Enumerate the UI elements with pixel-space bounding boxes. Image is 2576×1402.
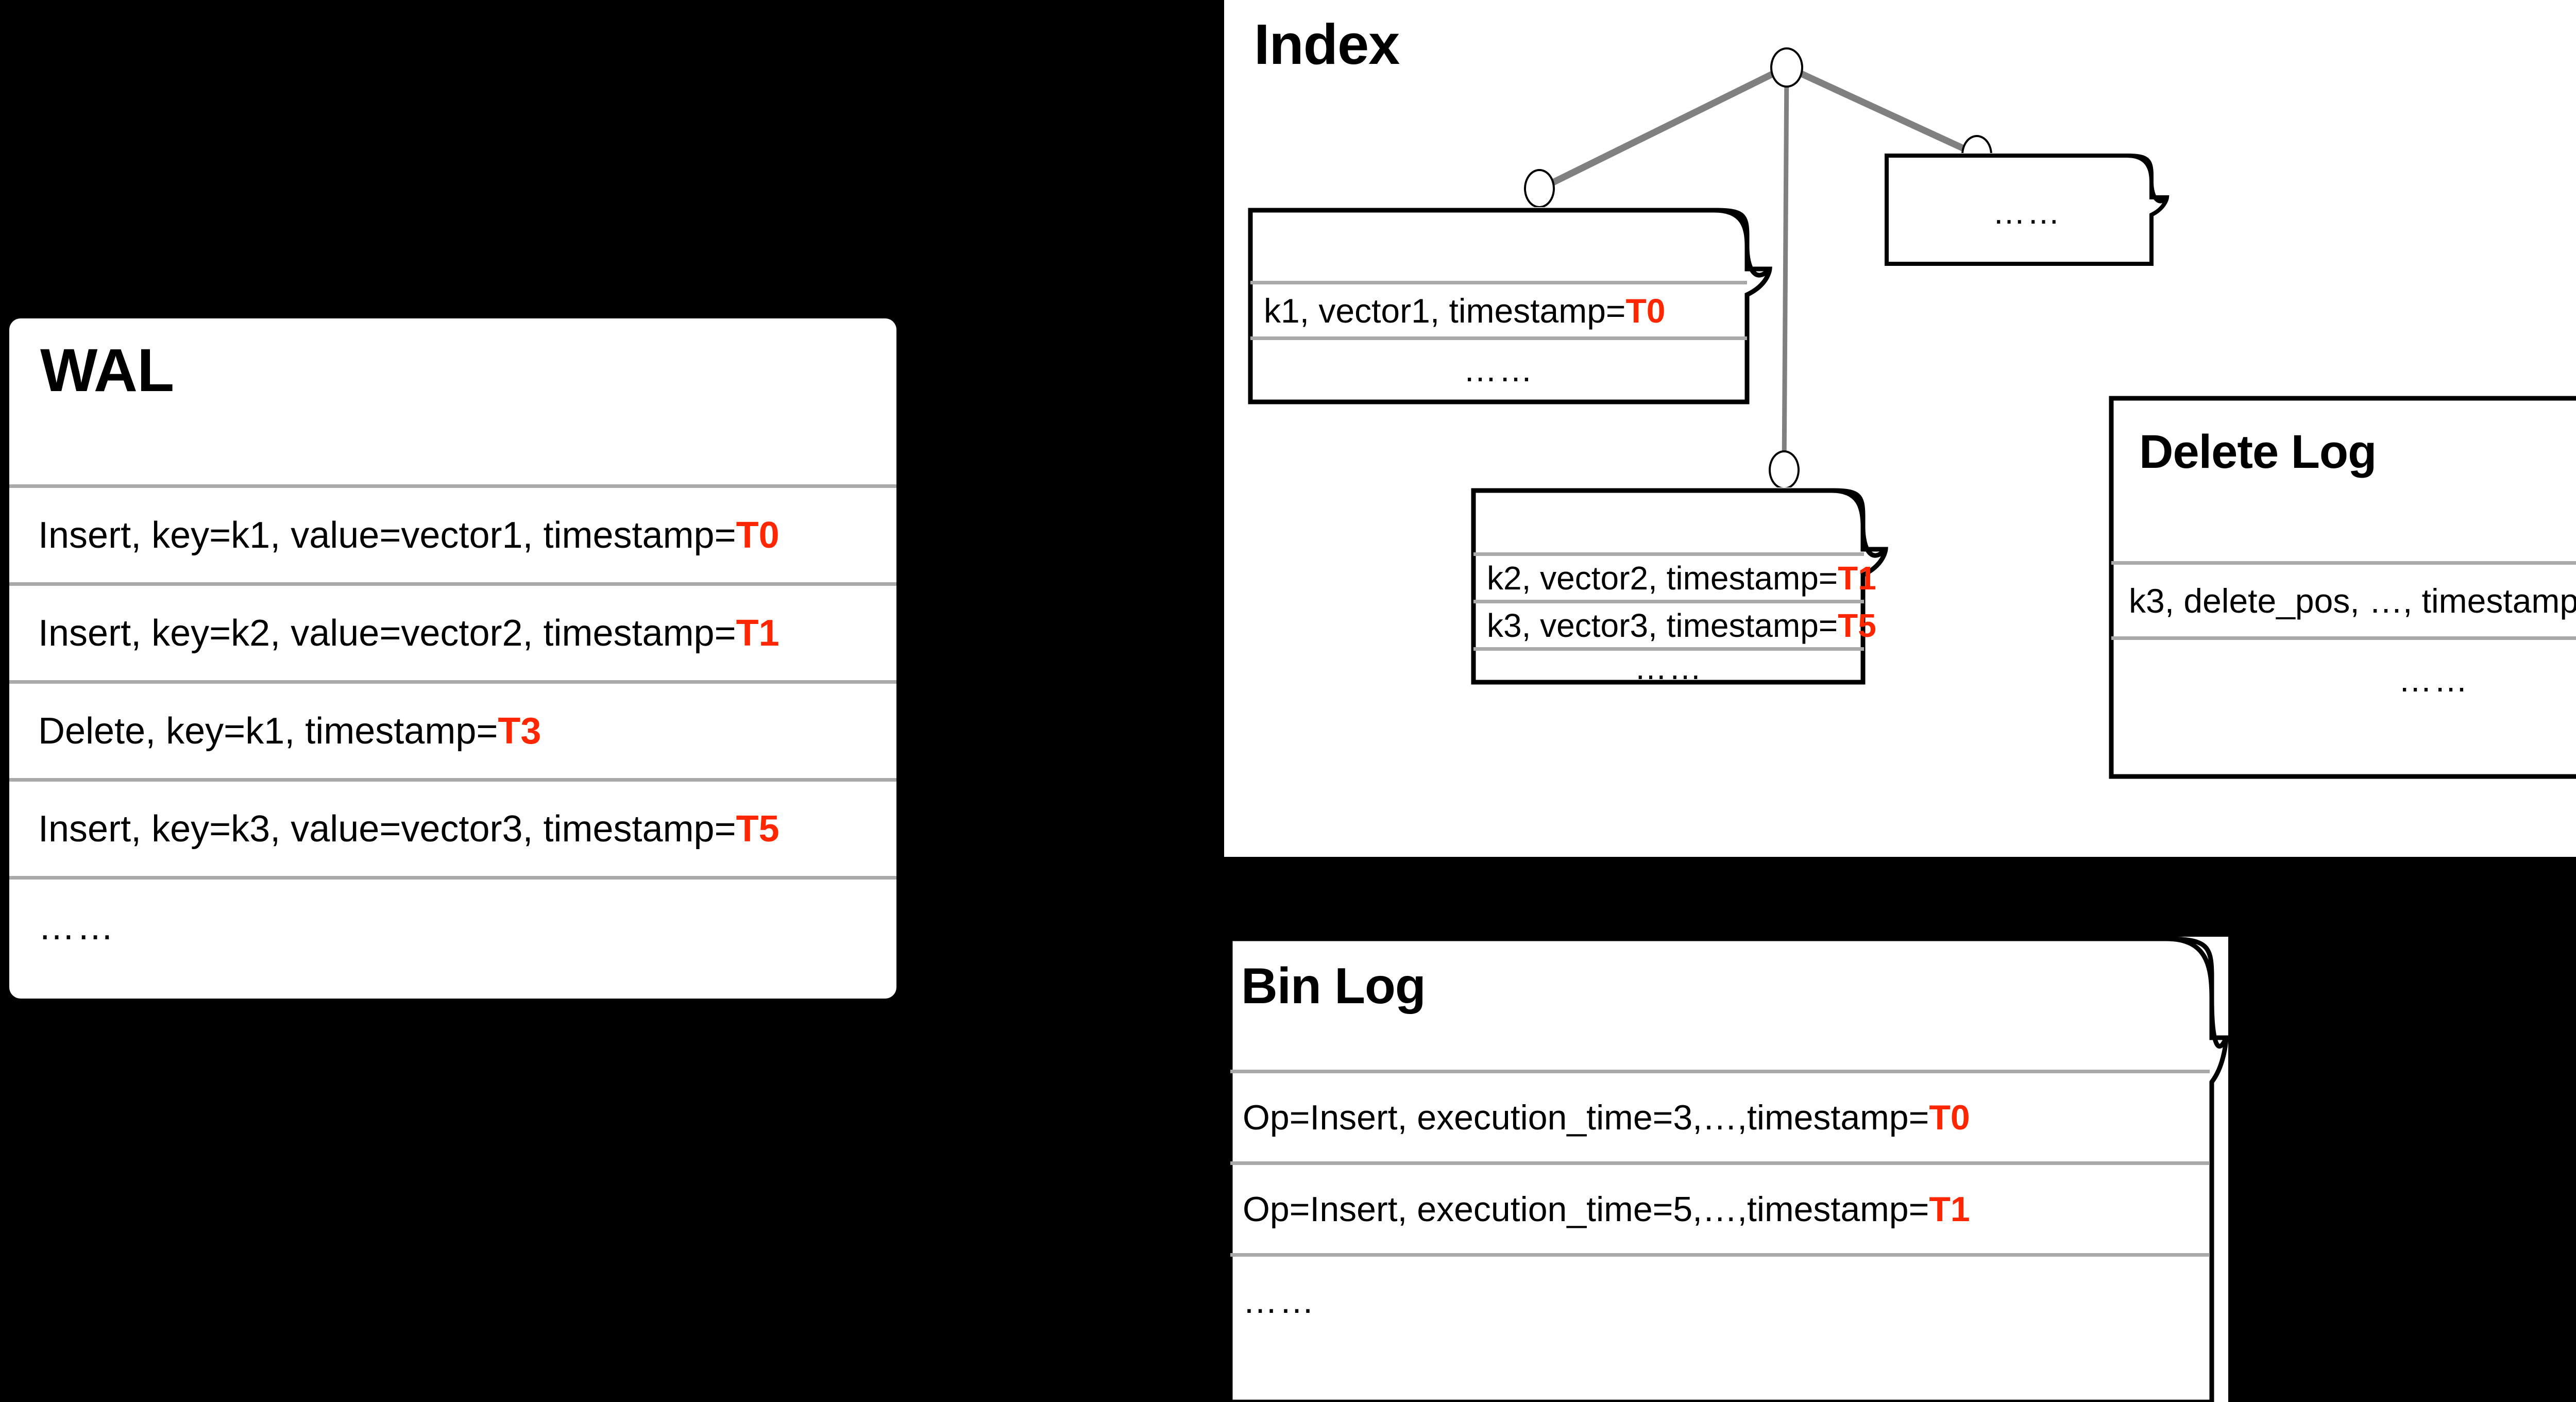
bin-log-row-1: Op=Insert, execution_time=5,…,timestamp=… — [1230, 1161, 2210, 1253]
index-card-right: …… — [1885, 153, 2170, 266]
bin-log-outline — [1228, 936, 2229, 1402]
bin-log-rows: Op=Insert, execution_time=3,…,timestamp=… — [1230, 1070, 2210, 1345]
index-card-bottom-row-2: …… — [1473, 647, 1864, 686]
index-card-left-row-0: k1, vector1, timestamp=T0 — [1250, 281, 1747, 336]
index-tree-child-node-bottom — [1769, 450, 1800, 489]
wal-row-0: Insert, key=k1, value=vector1, timestamp… — [9, 484, 896, 582]
index-card-right-rows: …… — [1885, 193, 2170, 231]
wal-row-3: Insert, key=k3, value=vector3, timestamp… — [9, 778, 896, 876]
delete-log-row-0: k3, delete_pos, …, timestamp=T3 — [2111, 561, 2576, 636]
bin-log-row-0-text: Op=Insert, execution_time=3,…,timestamp= — [1243, 1097, 1929, 1137]
bin-log-panel: Bin Log Op=Insert, execution_time=3,…,ti… — [1228, 936, 2229, 1402]
bin-log-title: Bin Log — [1241, 957, 1426, 1014]
bin-log-row-2: …… — [1230, 1253, 2210, 1345]
wal-row-1-timestamp: T1 — [736, 612, 779, 654]
delete-log-rows: k3, delete_pos, …, timestamp=T3 …… — [2111, 561, 2576, 719]
index-card-bottom-rows: k2, vector2, timestamp=T1 k3, vector3, t… — [1473, 552, 1876, 686]
bin-log-row-1-text: Op=Insert, execution_time=5,…,timestamp= — [1243, 1189, 1929, 1229]
delete-log-row-1: …… — [2111, 636, 2576, 719]
wal-row-2: Delete, key=k1, timestamp=T3 — [9, 680, 896, 778]
bin-log-row-0: Op=Insert, execution_time=3,…,timestamp=… — [1230, 1070, 2210, 1161]
delete-log-row-0-text: k3, delete_pos, …, timestamp= — [2129, 581, 2576, 620]
wal-row-3-text: Insert, key=k3, value=vector3, timestamp… — [38, 808, 736, 850]
index-card-left-rows: k1, vector1, timestamp=T0 …… — [1250, 281, 1747, 398]
delete-log-title: Delete Log — [2139, 426, 2377, 478]
index-card-bottom-outline — [1471, 488, 1888, 685]
index-card-bottom-row-0: k2, vector2, timestamp=T1 — [1473, 552, 1876, 600]
wal-row-3-timestamp: T5 — [736, 808, 779, 850]
wal-row-1: Insert, key=k2, value=vector2, timestamp… — [9, 582, 896, 680]
wal-panel: WAL Insert, key=k1, value=vector1, times… — [9, 318, 896, 999]
index-card-left: k1, vector1, timestamp=T0 …… — [1248, 207, 1773, 404]
delete-log-card: Delete Log k3, delete_pos, …, timestamp=… — [2109, 395, 2576, 779]
index-card-left-row-1: …… — [1250, 336, 1747, 398]
index-card-right-outline — [1885, 154, 2170, 266]
bin-log-row-0-timestamp: T0 — [1929, 1097, 1970, 1137]
wal-row-1-text: Insert, key=k2, value=vector2, timestamp… — [38, 612, 736, 654]
index-card-right-row-0-text: …… — [1992, 194, 2062, 231]
index-card-bottom-row-0-text: k2, vector2, timestamp= — [1487, 559, 1838, 597]
wal-rows: Insert, key=k1, value=vector1, timestamp… — [9, 484, 896, 974]
delete-log-row-1-text: …… — [2398, 660, 2469, 699]
index-tree-child-node-left — [1524, 169, 1555, 208]
index-panel: Index k1, vector1, timestamp=T0 — [1224, 0, 2576, 857]
wal-row-2-timestamp: T3 — [498, 710, 541, 752]
bin-log-row-2-text: …… — [1243, 1281, 1316, 1321]
bin-log-row-1-timestamp: T1 — [1929, 1189, 1970, 1229]
index-card-left-row-1-text: …… — [1463, 350, 1534, 388]
wal-row-4-text: …… — [38, 906, 115, 948]
index-card-left-outline — [1248, 208, 1772, 404]
wal-row-2-text: Delete, key=k1, timestamp= — [38, 710, 498, 752]
index-card-bottom-row-1-timestamp: T5 — [1838, 606, 1876, 644]
index-card-bottom: k2, vector2, timestamp=T1 k3, vector3, t… — [1471, 487, 1888, 686]
index-card-bottom-row-2-text: …… — [1634, 649, 1703, 686]
index-card-left-row-0-timestamp: T0 — [1625, 291, 1666, 330]
index-card-bottom-row-0-timestamp: T1 — [1838, 559, 1876, 597]
wal-row-0-text: Insert, key=k1, value=vector1, timestamp… — [38, 514, 736, 556]
delete-log-outline — [2109, 396, 2576, 779]
index-card-left-row-0-text: k1, vector1, timestamp= — [1264, 291, 1626, 330]
wal-row-0-timestamp: T0 — [736, 514, 779, 556]
index-tree-root-node — [1770, 47, 1803, 88]
index-card-bottom-row-1-text: k3, vector3, timestamp= — [1487, 606, 1838, 644]
index-title: Index — [1254, 13, 1400, 76]
wal-title: WAL — [40, 336, 174, 404]
wal-row-4: …… — [9, 876, 896, 974]
index-card-bottom-row-1: k3, vector3, timestamp=T5 — [1473, 600, 1876, 647]
